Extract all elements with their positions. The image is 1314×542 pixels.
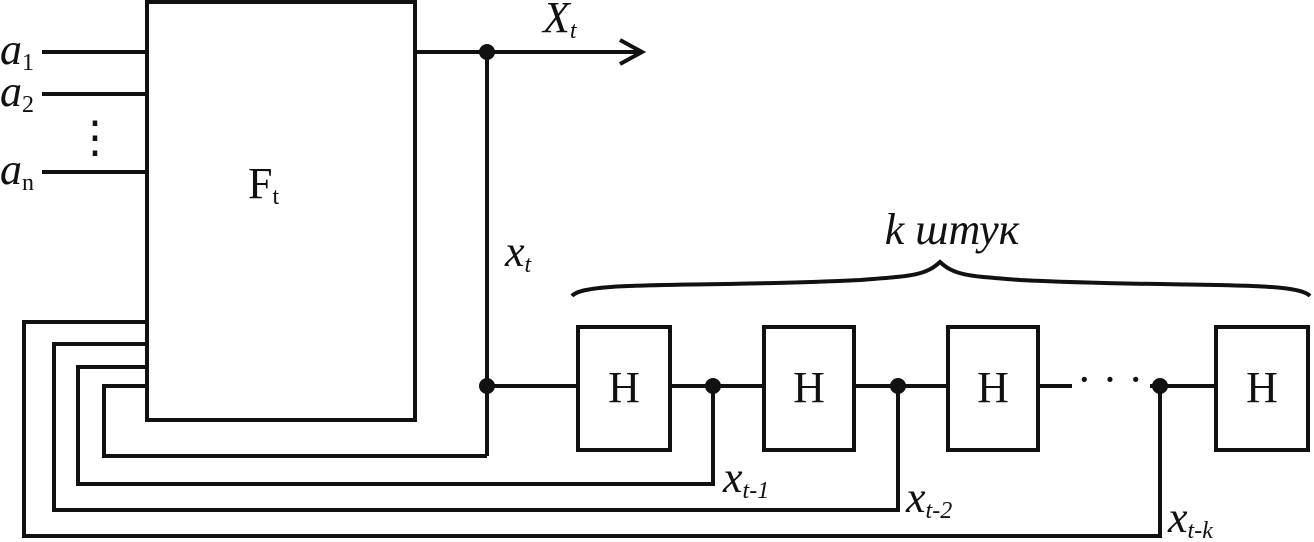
brace-label: k штук	[885, 205, 1020, 254]
input-label-a1: a1	[0, 25, 34, 76]
delay-box-k	[1214, 325, 1310, 452]
feedback-loop-xt2	[52, 342, 900, 512]
feedback-loop-xt	[102, 384, 487, 458]
tap-label-1: xt-1	[722, 453, 769, 504]
output-arrow-icon	[619, 38, 647, 66]
junction-dot-output	[479, 44, 495, 60]
delay-label-3: H	[977, 363, 1009, 412]
input-label-a2: a2	[0, 67, 34, 118]
tap-label-k: xt-k	[1167, 493, 1213, 542]
feedback-loop-xtk	[22, 320, 1162, 538]
delay-label-1: H	[608, 363, 640, 412]
curly-brace	[570, 259, 1312, 298]
chain-ellipsis: · · ·	[1077, 355, 1143, 404]
input-label-an: an	[0, 145, 34, 196]
block-ft-label: Ft	[248, 159, 279, 210]
delay-label-k: H	[1246, 363, 1278, 412]
delay-box-2	[762, 325, 856, 452]
junction-dot-tap-1	[705, 378, 721, 394]
delay-label-2: H	[793, 363, 825, 412]
tap-label-2: xt-2	[905, 473, 952, 524]
junction-dot-chain-start	[479, 378, 495, 394]
input-ellipsis: ⋮	[73, 113, 117, 162]
block-ft	[145, 0, 417, 422]
junction-dot-tap-2	[890, 378, 906, 394]
delay-box-1	[576, 325, 672, 452]
delay-box-3	[946, 325, 1040, 452]
output-label: Xt	[541, 0, 578, 44]
feedback-label: xt	[504, 227, 533, 278]
feedback-loop-xt1	[76, 365, 715, 486]
junction-dot-tap-k	[1152, 378, 1168, 394]
